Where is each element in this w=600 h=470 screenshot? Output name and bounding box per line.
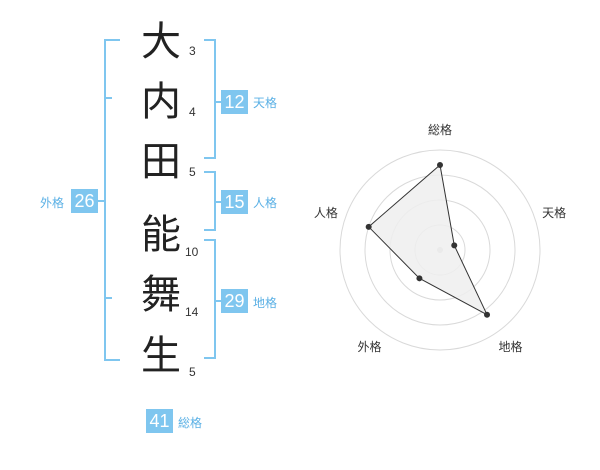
soukaku-badge: 41 — [146, 409, 173, 433]
stroke-count-2: 4 — [189, 105, 196, 119]
jinkaku-label: 人格 — [253, 196, 278, 210]
name-char-1: 大 — [141, 19, 181, 65]
radar-point-1 — [451, 242, 458, 249]
tenkaku-bracket — [204, 39, 216, 159]
radar-series-shape — [367, 164, 489, 316]
radar-axis-label-gaikaku: 外格 — [357, 340, 382, 355]
gaikaku-label: 外格 — [40, 196, 65, 210]
stroke-count-4: 10 — [185, 245, 199, 259]
name-char-3: 田 — [141, 139, 181, 185]
name-char-2: 内 — [141, 79, 181, 125]
gaikaku-badge: 26 — [71, 189, 98, 213]
chikaku-bracket — [204, 239, 216, 359]
radar-point-3 — [416, 275, 423, 282]
chikaku-badge: 29 — [221, 289, 248, 313]
tenkaku-label: 天格 — [253, 96, 278, 110]
stroke-count-5: 14 — [185, 305, 199, 319]
stroke-count-1: 3 — [189, 44, 196, 58]
radar-axis-label-jinkaku: 人格 — [313, 205, 338, 220]
name-char-4: 能 — [141, 212, 181, 258]
chikaku-label: 地格 — [253, 296, 278, 310]
stroke-count-3: 5 — [189, 165, 196, 179]
name-char-6: 生 — [141, 333, 181, 379]
radar-ring — [339, 149, 541, 351]
jinkaku-badge: 15 — [221, 190, 248, 214]
tenkaku-badge: 12 — [221, 90, 248, 114]
soukaku-label: 総格 — [178, 416, 203, 430]
radar-axis-label-soukaku: 総格 — [428, 123, 453, 137]
name-char-5: 舞 — [141, 272, 181, 318]
radar-point-4 — [365, 223, 372, 230]
stroke-count-6: 5 — [189, 365, 196, 379]
radar-axis-label-chikaku: 地格 — [498, 340, 523, 355]
radar-axis-label-tenkaku: 天格 — [542, 205, 567, 220]
radar-point-0 — [437, 162, 443, 168]
radar-point-2 — [484, 311, 491, 318]
